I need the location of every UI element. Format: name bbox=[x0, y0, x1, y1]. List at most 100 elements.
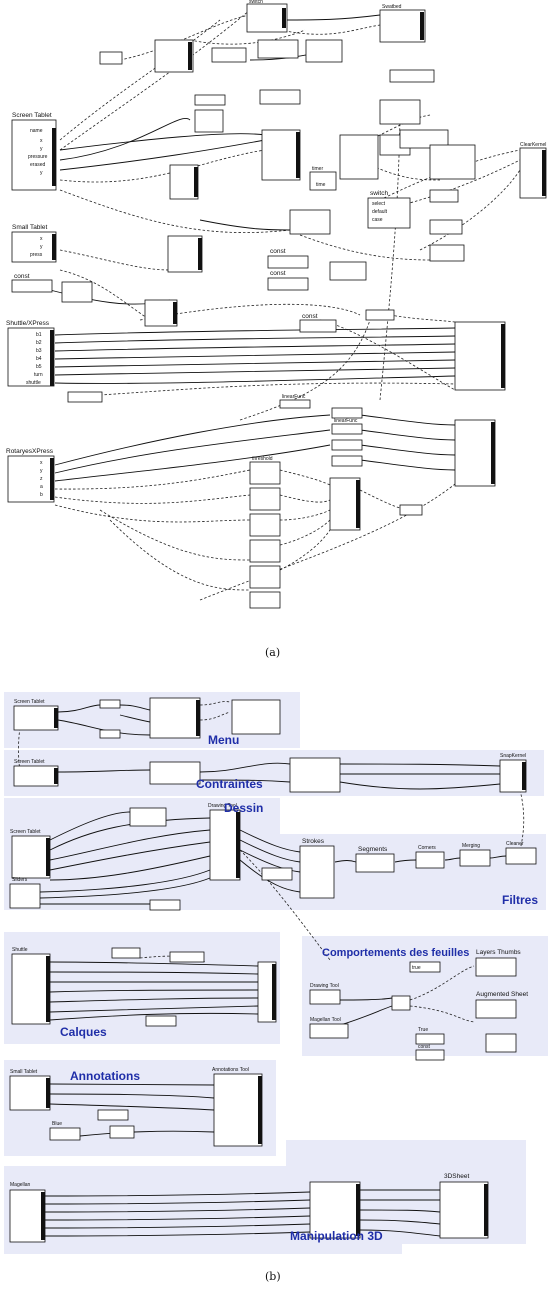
svg-text:Drawing Tool: Drawing Tool bbox=[310, 983, 339, 989]
svg-text:pressure: pressure bbox=[28, 154, 48, 160]
svg-text:const: const bbox=[14, 273, 30, 280]
svg-text:x: x bbox=[40, 236, 43, 242]
svg-text:Screen Tablet: Screen Tablet bbox=[10, 829, 41, 835]
svg-text:Magellan Tool: Magellan Tool bbox=[310, 1017, 341, 1023]
svg-text:Merging: Merging bbox=[462, 843, 480, 849]
svg-text:y: y bbox=[40, 170, 43, 176]
group-label-dessin: Dessin bbox=[224, 801, 263, 815]
svg-text:switch: switch bbox=[249, 0, 263, 5]
svg-text:y: y bbox=[40, 468, 43, 474]
svg-text:const: const bbox=[270, 270, 286, 277]
block-right-stack bbox=[67, 321, 506, 487]
block-small-misc bbox=[99, 39, 343, 133]
block-b-shuttle: Shuttle bbox=[11, 947, 277, 1027]
svg-text:y: y bbox=[40, 146, 43, 152]
diagram-b: Screen Tablet Screen Tablet SnapKernel S… bbox=[4, 692, 548, 1254]
svg-text:Drawing Tool: Drawing Tool bbox=[208, 803, 237, 809]
svg-text:true: true bbox=[412, 965, 421, 971]
block-b-filters: Strokes Segments Corners Merging Cleaner bbox=[261, 838, 537, 899]
svg-text:Screen Tablet: Screen Tablet bbox=[14, 759, 45, 765]
block-b-feuilles: Drawing Tool Magellan Tool true Layers T… bbox=[309, 949, 528, 1061]
svg-text:Strokes: Strokes bbox=[302, 838, 325, 845]
svg-text:b1: b1 bbox=[36, 332, 42, 338]
svg-text:RotaryesXPress: RotaryesXPress bbox=[6, 448, 54, 455]
svg-text:Corners: Corners bbox=[418, 845, 436, 851]
block-threshold-col: threshold bbox=[249, 456, 423, 609]
block-const-a3: const bbox=[299, 69, 435, 333]
svg-text:b5: b5 bbox=[36, 364, 42, 370]
svg-text:y: y bbox=[40, 244, 43, 250]
block-mid-cluster: ClearKernel bbox=[169, 99, 546, 200]
block-b-screen-tablet-2: Screen Tablet SnapKernel bbox=[13, 753, 527, 793]
svg-text:Shuttle/XPress: Shuttle/XPress bbox=[6, 320, 50, 327]
block-linearfunc-a: linearFunc linearFunc bbox=[279, 394, 363, 467]
svg-text:ClearKernel: ClearKernel bbox=[520, 142, 546, 148]
svg-text:timer: timer bbox=[312, 166, 323, 172]
svg-text:default: default bbox=[372, 209, 388, 215]
svg-text:select: select bbox=[372, 201, 386, 207]
group-label-calques: Calques bbox=[60, 1025, 107, 1039]
svg-text:turn: turn bbox=[34, 372, 43, 378]
svg-text:name: name bbox=[30, 128, 43, 134]
block-screen-tablet-a: Screen Tablet name x y pressure erased y bbox=[11, 112, 57, 191]
svg-text:const: const bbox=[302, 313, 318, 320]
block-rotary-xpress: RotaryesXPress x y z a b bbox=[6, 448, 55, 503]
svg-text:Blue: Blue bbox=[52, 1121, 62, 1127]
group-contraintes-bg bbox=[4, 750, 544, 796]
block-const-a1: const bbox=[11, 273, 178, 327]
svg-text:linearFunc: linearFunc bbox=[334, 418, 358, 424]
caption-a: (a) bbox=[265, 646, 281, 659]
svg-text:Sliders: Sliders bbox=[12, 877, 28, 883]
group-label-manip3d: Manipulation 3D bbox=[290, 1229, 383, 1243]
svg-text:x: x bbox=[40, 138, 43, 144]
block-b-screen-tablet-3: Screen Tablet Sliders bbox=[9, 807, 181, 911]
diagram-a: switch Swatbed Screen Tablet name x y pr… bbox=[6, 0, 546, 609]
svg-text:switch: switch bbox=[370, 190, 388, 197]
block-b-magellan: Magellan 3DSheet bbox=[9, 1173, 489, 1243]
svg-text:Layers Thumbs: Layers Thumbs bbox=[476, 949, 521, 956]
block-const-a2: const const bbox=[267, 248, 367, 291]
block-switch-mid: switch select default case bbox=[289, 189, 465, 262]
block-shuttle-xpress: Shuttle/XPress b1 b2 b3 b4 b5 turn shutt… bbox=[6, 320, 55, 387]
group-label-annotations: Annotations bbox=[70, 1069, 140, 1083]
block-b-annotations: Small Tablet Blue Annotations Tool bbox=[9, 1067, 263, 1147]
diagram-a-wires bbox=[49, 9, 521, 601]
svg-text:press: press bbox=[30, 252, 43, 258]
svg-text:linearFunc: linearFunc bbox=[282, 394, 306, 400]
svg-text:Magellan: Magellan bbox=[10, 1182, 31, 1188]
svg-text:3DSheet: 3DSheet bbox=[444, 1173, 469, 1180]
svg-text:shuttle: shuttle bbox=[26, 380, 41, 386]
svg-text:Small Tablet: Small Tablet bbox=[12, 224, 47, 231]
svg-text:a: a bbox=[40, 484, 43, 490]
svg-text:x: x bbox=[40, 460, 43, 466]
svg-text:True: True bbox=[418, 1027, 428, 1033]
diagram-b-wires bbox=[18, 701, 525, 1237]
svg-text:b: b bbox=[40, 492, 43, 498]
group-label-menu: Menu bbox=[208, 733, 239, 747]
svg-text:Shuttle: Shuttle bbox=[12, 947, 28, 953]
block-swatbed: Swatbed bbox=[379, 4, 426, 43]
svg-text:SnapKernel: SnapKernel bbox=[500, 753, 526, 759]
svg-text:Augmented Sheet: Augmented Sheet bbox=[476, 991, 528, 998]
svg-text:z: z bbox=[40, 476, 43, 482]
svg-text:const: const bbox=[418, 1044, 431, 1050]
svg-text:Cleaner: Cleaner bbox=[506, 841, 524, 847]
svg-text:case: case bbox=[372, 217, 383, 223]
svg-text:threshold: threshold bbox=[252, 456, 273, 462]
svg-text:Screen Tablet: Screen Tablet bbox=[14, 699, 45, 705]
svg-text:Segments: Segments bbox=[358, 846, 388, 853]
svg-text:Small Tablet: Small Tablet bbox=[10, 1069, 38, 1075]
block-b-screen-tablet-1: Screen Tablet bbox=[13, 697, 281, 739]
group-label-contraintes: Contraintes bbox=[196, 777, 263, 791]
block-timer: timer time bbox=[309, 166, 337, 191]
group-label-filtres: Filtres bbox=[502, 893, 538, 907]
group-label-feuilles: Comportements des feuilles bbox=[322, 947, 469, 959]
svg-text:b2: b2 bbox=[36, 340, 42, 346]
svg-text:b3: b3 bbox=[36, 348, 42, 354]
svg-text:b4: b4 bbox=[36, 356, 42, 362]
block-small-tablet-a: Small Tablet x y press bbox=[11, 224, 203, 273]
svg-text:const: const bbox=[270, 248, 286, 255]
block-b-drawing-tool: Drawing Tool bbox=[208, 803, 241, 881]
